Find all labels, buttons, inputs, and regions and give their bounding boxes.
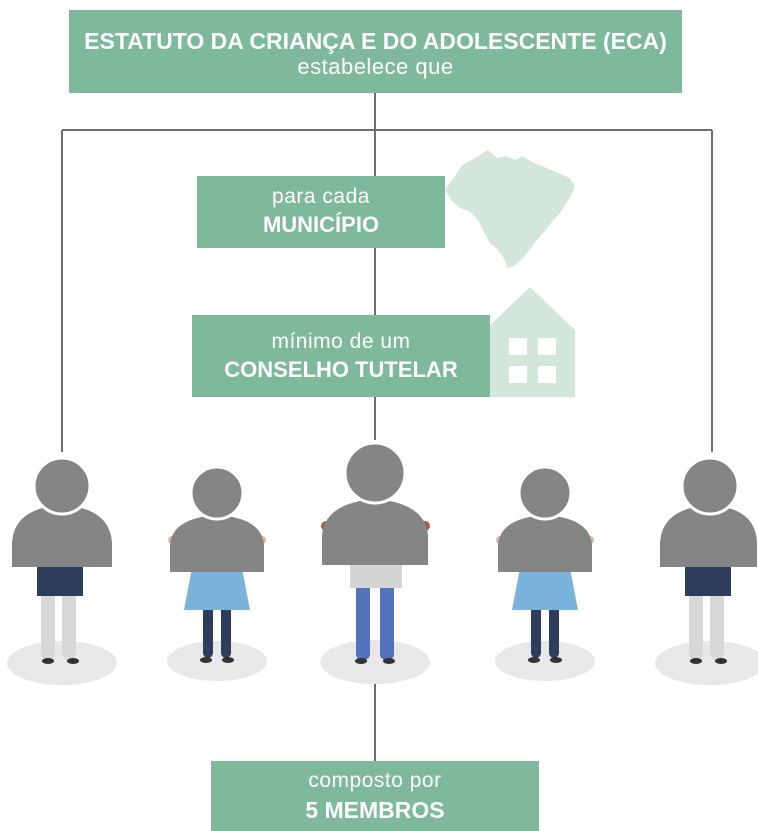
membros-prefix: composto por xyxy=(308,769,442,792)
conselho-box: mínimo de um CONSELHO TUTELAR xyxy=(192,315,490,397)
eca-title: ESTATUTO DA CRIANÇA E DO ADOLESCENTE (EC… xyxy=(84,28,667,54)
brazil-map-icon xyxy=(445,150,575,268)
connector-lines xyxy=(61,93,713,761)
person-icon xyxy=(495,465,595,681)
house-icon xyxy=(485,287,575,397)
eca-subtitle: estabelece que xyxy=(297,54,454,79)
membros-label: 5 MEMBROS xyxy=(305,797,445,823)
person-icon xyxy=(7,456,117,685)
person-icon xyxy=(655,456,758,685)
membros-box: composto por 5 MEMBROS xyxy=(211,761,539,831)
conselho-label: CONSELHO TUTELAR xyxy=(224,357,458,382)
person-icon xyxy=(320,441,430,684)
municipio-label: MUNICÍPIO xyxy=(262,212,380,237)
municipio-box: para cada MUNICÍPIO xyxy=(197,176,445,248)
eca-header-box: ESTATUTO DA CRIANÇA E DO ADOLESCENTE (EC… xyxy=(69,10,682,93)
person-icon xyxy=(167,465,267,681)
conselho-prefix: mínimo de um xyxy=(271,330,411,353)
municipio-prefix: para cada xyxy=(272,185,370,208)
